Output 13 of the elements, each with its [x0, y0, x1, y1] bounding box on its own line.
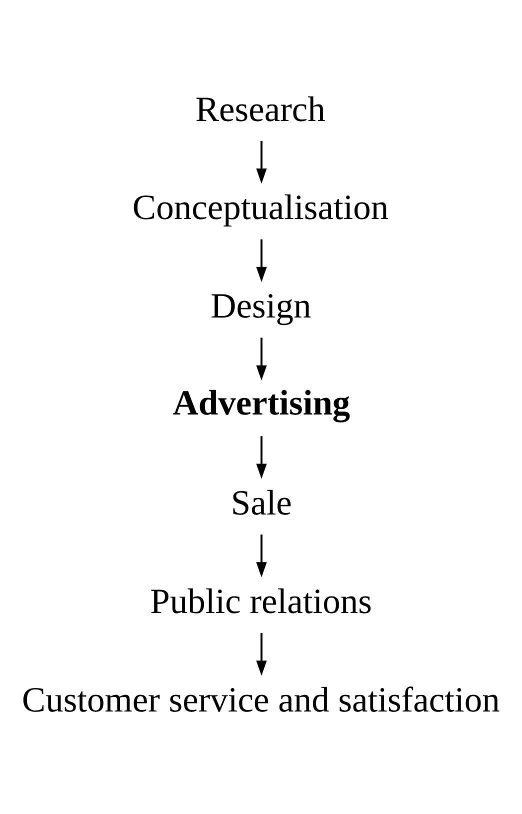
- arrow: [256, 534, 266, 578]
- node-text: Conceptualisation: [132, 187, 388, 228]
- node-text: Research: [194, 88, 325, 129]
- node-text: Advertising: [172, 382, 350, 422]
- node-text: Customer service and satisfaction: [21, 679, 500, 720]
- node-text: Design: [210, 286, 311, 326]
- arrow: [256, 436, 266, 479]
- arrow: [256, 338, 266, 381]
- arrow: [256, 239, 266, 282]
- node-text: Sale: [230, 482, 292, 522]
- node-text: Public relations: [150, 580, 372, 621]
- arrow: [256, 633, 266, 676]
- arrow: [256, 140, 266, 184]
